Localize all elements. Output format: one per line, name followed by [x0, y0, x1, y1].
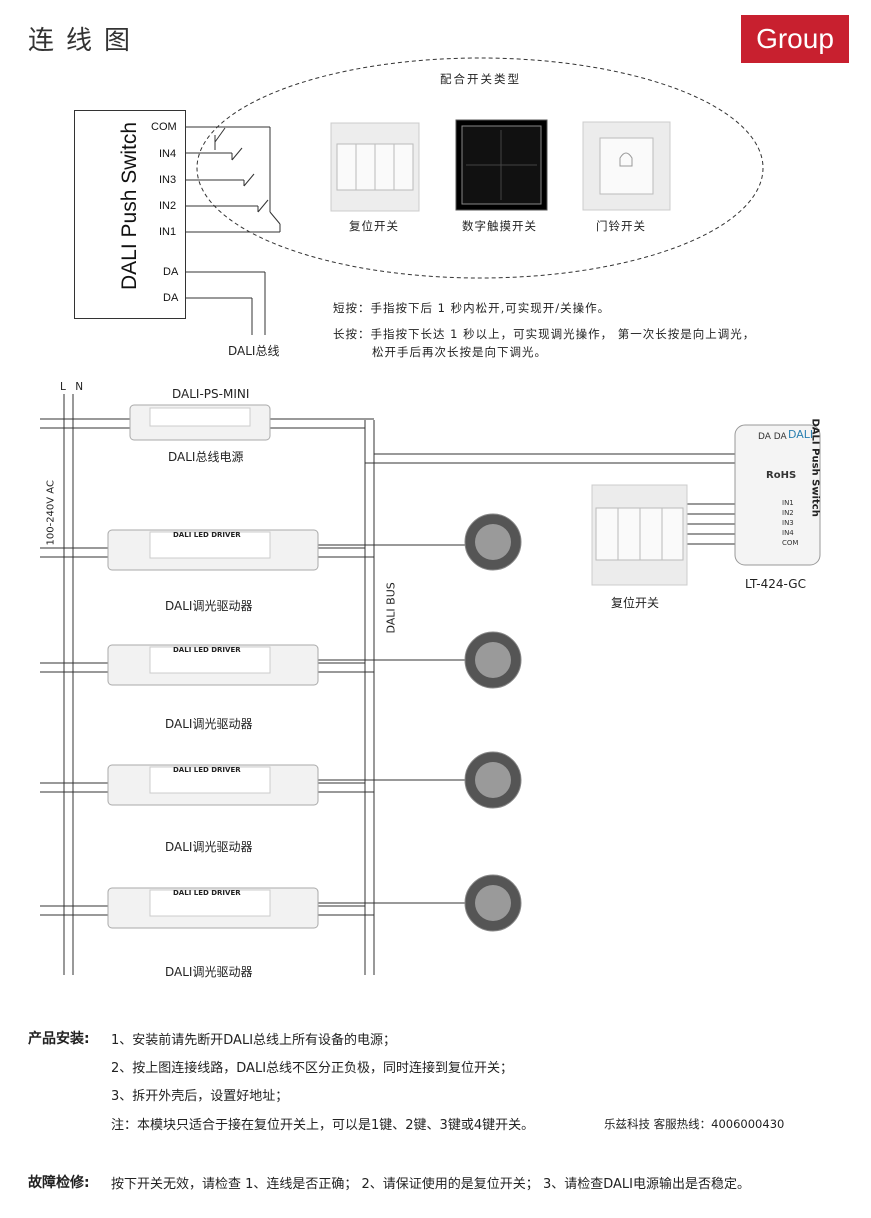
brand-hotline: 乐兹科技 客服热线：4006000430: [604, 1117, 785, 1131]
pin-in1: IN1: [159, 226, 177, 238]
install-note: 注：本模块只适合于接在复位开关上，可以是1键、2键、3键或4键开关。: [111, 1118, 535, 1133]
wiring-diagram: [40, 394, 821, 975]
doorbell-switch-image: [582, 121, 671, 211]
install-step-1: 1、安装前请先断开DALI总线上所有设备的电源；: [111, 1033, 397, 1048]
troubleshoot-heading: 故障检修:: [28, 1175, 90, 1191]
downlight-2: [464, 631, 522, 689]
downlight-3: [464, 751, 522, 809]
psu-model: DALI-PS-MINI: [172, 387, 250, 401]
switch-types-heading: 配合开关类型: [440, 72, 521, 86]
push-switch-name: DALI Push Switch: [118, 121, 141, 290]
reset-switch-device: [591, 484, 688, 586]
driver-2-label: DALI调光驱动器: [165, 717, 253, 731]
switch-diagram: [184, 57, 764, 335]
module-rohs: RoHS: [766, 470, 797, 481]
driver-4: [107, 887, 319, 929]
psu-label: DALI总线电源: [168, 450, 244, 464]
pin-da-2: DA: [163, 292, 179, 304]
page-title: 连线图: [28, 26, 143, 56]
push-switch-module: [734, 424, 821, 566]
install-heading: 产品安装:: [28, 1031, 90, 1047]
module-pin-in4: IN4: [782, 529, 794, 537]
module-model: LT-424-GC: [745, 577, 806, 591]
long-press-note-1: 长按：手指按下长达 1 秒以上，可实现调光操作， 第一次长按是向上调光，: [333, 327, 756, 341]
driver-1-face: DALI LED DRIVER: [173, 531, 241, 539]
switch-types-ellipse: [196, 57, 764, 279]
pin-in3: IN3: [159, 174, 177, 186]
ln-label: L N: [60, 381, 87, 393]
driver-3-label: DALI调光驱动器: [165, 840, 253, 854]
module-da-label: DA DA: [758, 432, 787, 442]
reset-switch-image: [330, 122, 420, 212]
downlight-4: [464, 874, 522, 932]
driver-4-label: DALI调光驱动器: [165, 965, 253, 979]
driver-3-face: DALI LED DRIVER: [173, 766, 241, 774]
reset-switch-label: 复位开关: [611, 596, 660, 610]
driver-3: [107, 764, 319, 806]
module-face-title: DALI Push Switch: [809, 418, 821, 517]
install-step-2: 2、按上图连接线路，DALI总线不区分正负极，同时连接到复位开关；: [111, 1061, 514, 1076]
switch-type-reset: 复位开关: [349, 219, 399, 233]
touch-switch-image: [455, 119, 548, 211]
module-pin-in1: IN1: [782, 499, 794, 507]
ac-label: 100-240V AC: [45, 480, 57, 546]
downlight-1: [464, 513, 522, 571]
psu-device: [129, 404, 271, 441]
driver-2: [107, 644, 319, 686]
pin-in2: IN2: [159, 200, 177, 212]
driver-1: [107, 529, 319, 571]
module-pin-in2: IN2: [782, 509, 794, 517]
dali-bus-vertical-label: DALI BUS: [384, 582, 398, 634]
push-switch-box: [74, 110, 186, 319]
dali-bus-label: DALI总线: [228, 344, 280, 358]
module-pin-in3: IN3: [782, 519, 794, 527]
module-brand: DALI: [788, 428, 814, 441]
driver-4-face: DALI LED DRIVER: [173, 889, 241, 897]
module-pin-com: COM: [782, 539, 799, 547]
group-badge: Group: [741, 15, 849, 63]
pin-com: COM: [151, 121, 177, 133]
short-press-note: 短按：手指按下后 1 秒内松开,可实现开/关操作。: [333, 301, 611, 315]
pin-da-1: DA: [163, 266, 179, 278]
driver-1-label: DALI调光驱动器: [165, 599, 253, 613]
troubleshoot-text: 按下开关无效，请检查 1、连线是否正确； 2、请保证使用的是复位开关； 3、请检…: [111, 1177, 750, 1192]
switch-type-doorbell: 门铃开关: [596, 219, 646, 233]
pin-in4: IN4: [159, 148, 177, 160]
driver-2-face: DALI LED DRIVER: [173, 646, 241, 654]
long-press-note-2: 松开手后再次长按是向下调光。: [372, 345, 547, 359]
switch-type-touch: 数字触摸开关: [462, 219, 537, 233]
install-step-3: 3、拆开外壳后，设置好地址；: [111, 1089, 289, 1104]
